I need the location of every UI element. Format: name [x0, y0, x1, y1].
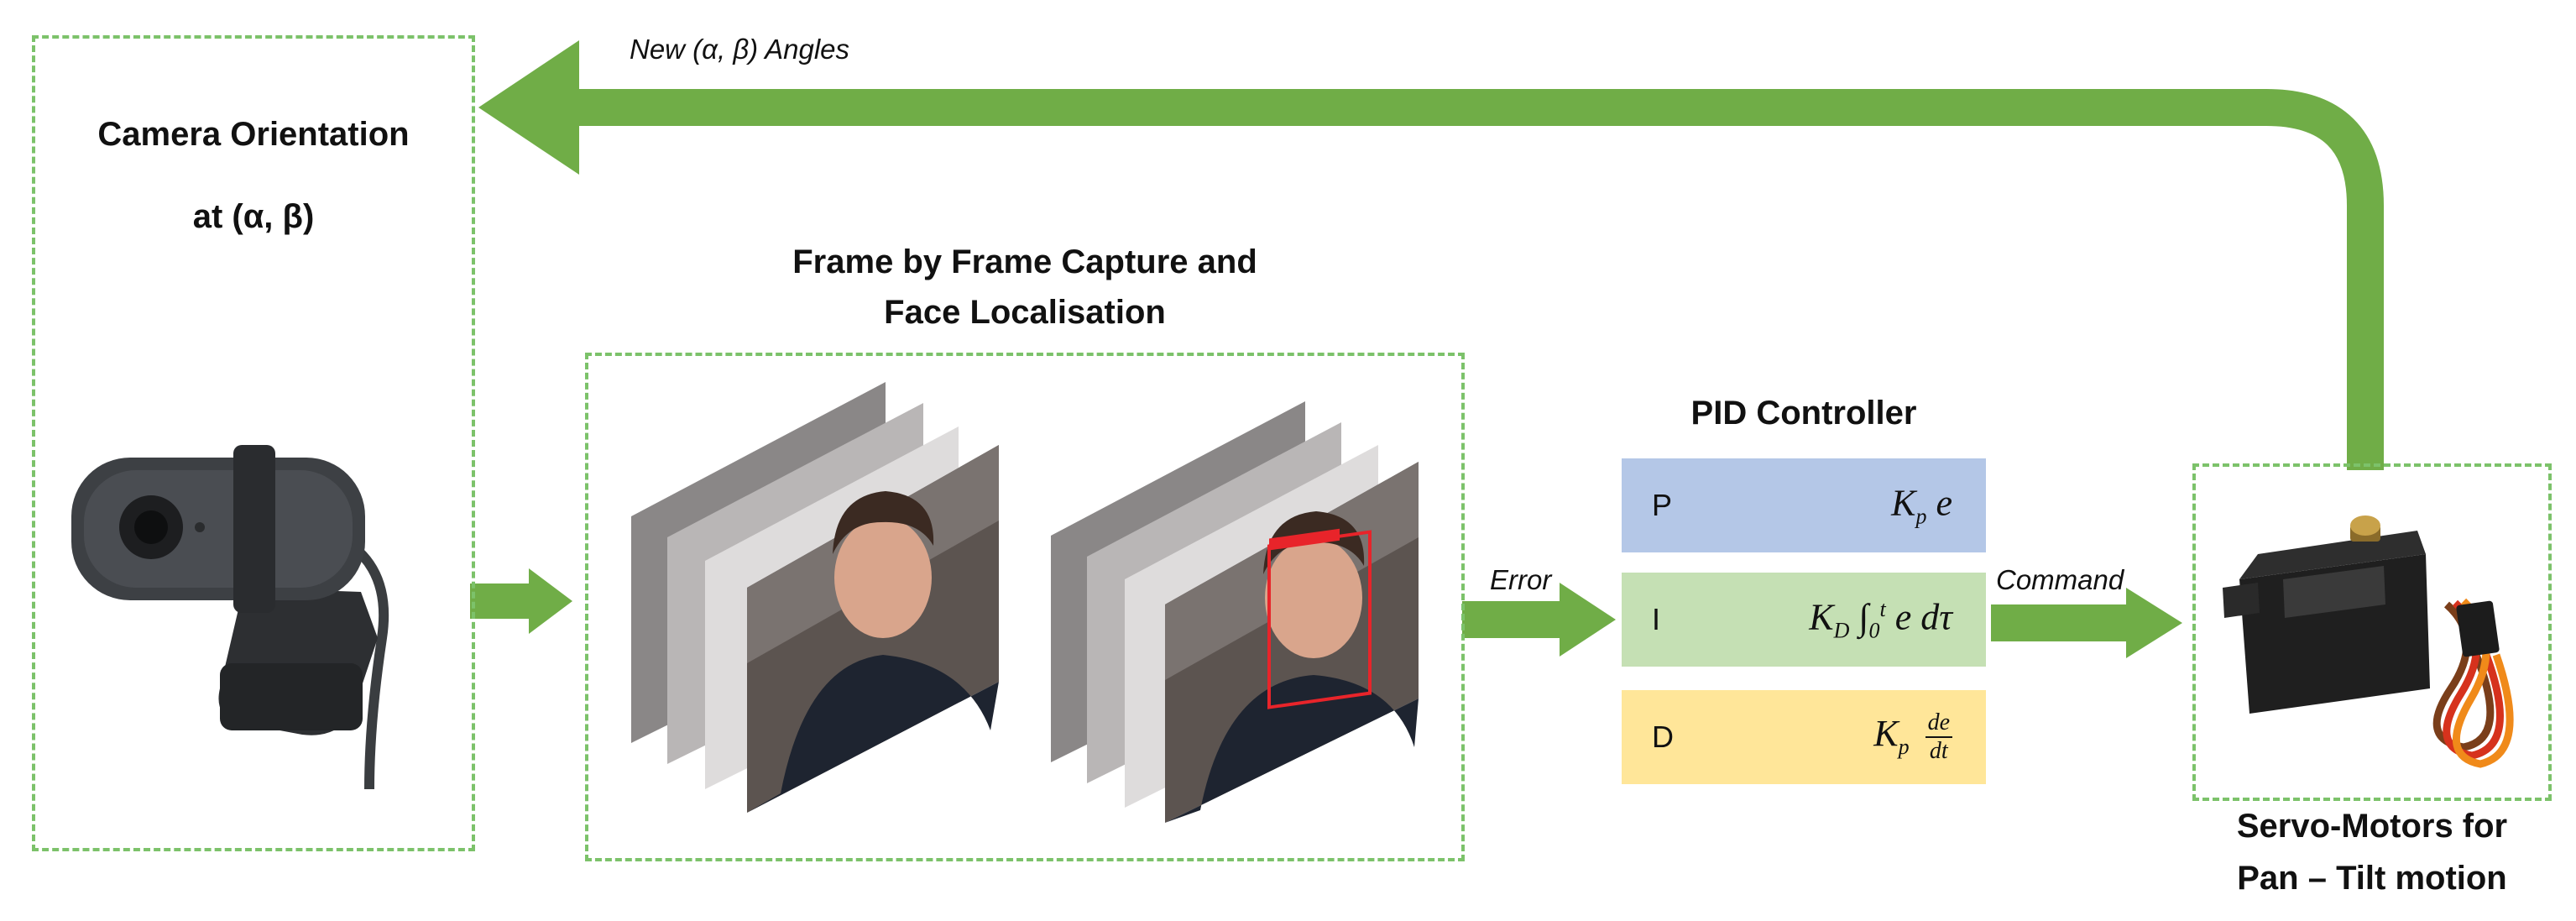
servo-title-line2: Pan – Tilt motion: [2237, 860, 2507, 897]
pid-equation-i: KD ∫0t e dτ: [1809, 596, 1952, 643]
webcam-strap: [233, 445, 275, 613]
feedback-arrow-path: [579, 89, 2384, 470]
servo-top: [2239, 531, 2426, 579]
pid-letter-i: I: [1652, 602, 1661, 636]
face-frame-right: [1165, 462, 1419, 823]
webcam-lens-inner: [134, 510, 168, 544]
servo-title-line1: Servo-Motors for: [2236, 808, 2508, 845]
face-detection-tag: [1269, 528, 1340, 551]
face-shape-right: [1265, 537, 1362, 658]
pid-row-p: P Kp e: [1622, 458, 1986, 552]
pid-title: PID Controller: [1690, 395, 1917, 432]
face-shape-left: [834, 517, 932, 638]
face-frame-left: [747, 445, 999, 813]
command-label: Command: [1996, 564, 2124, 595]
body-right: [1165, 675, 1419, 823]
pid-equation-p: Kp e: [1891, 482, 1952, 529]
webcam-clip-front: [220, 663, 363, 730]
servo-tab: [2223, 583, 2260, 618]
capture-title-line1: Frame by Frame Capture and: [792, 243, 1257, 280]
pid-letter-d: D: [1652, 720, 1674, 754]
camera-box: [32, 35, 475, 851]
camera-to-capture-arrow-shaft: [470, 583, 529, 619]
servo-connector: [2456, 600, 2500, 657]
body-left: [747, 655, 999, 813]
webcam-led: [195, 522, 205, 532]
hair-right: [1263, 511, 1365, 574]
servo-box: [2192, 463, 2552, 801]
capture-box: [585, 353, 1465, 861]
hair-left: [833, 491, 934, 554]
feedback-label: New (α, β) Angles: [630, 34, 850, 65]
camera-title-line2: at (α, β): [192, 198, 315, 235]
camera-title-line1: Camera Orientation: [97, 116, 410, 153]
servo-horn: [2350, 515, 2380, 536]
camera-to-capture-arrowhead: [529, 568, 572, 634]
capture-title-line2: Face Localisation: [884, 294, 1166, 331]
pid-letter-p: P: [1652, 488, 1673, 522]
command-arrowhead: [2126, 588, 2182, 658]
error-arrow-shaft: [1462, 601, 1563, 638]
command-arrow-shaft: [1991, 604, 2129, 641]
error-label: Error: [1490, 564, 1552, 595]
servo-label: [2283, 566, 2385, 618]
error-arrowhead: [1560, 583, 1616, 657]
pid-row-i: I KD ∫0t e dτ: [1622, 573, 1986, 667]
feedback-arrowhead: [478, 40, 579, 175]
